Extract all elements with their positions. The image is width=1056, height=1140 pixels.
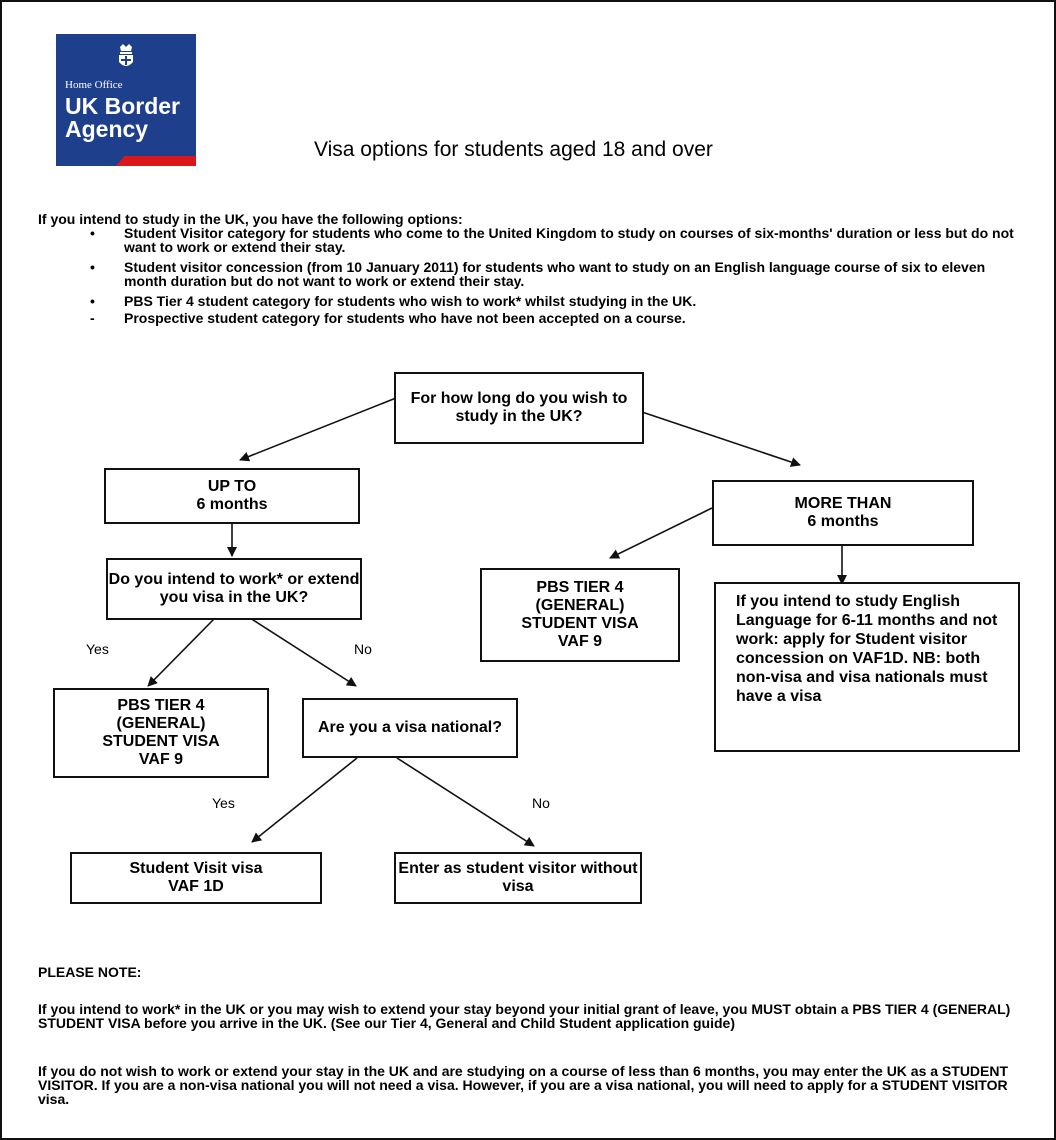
please-note-heading: PLEASE NOTE: [38,964,142,980]
list-item-text: Student Visitor category for students wh… [124,225,1014,255]
question-duration-box: For how long do you wish to study in the… [394,372,644,444]
list-item: - Prospective student category for studen… [38,311,1028,325]
bullet-marker: • [90,293,95,309]
arrow-visa-no [396,757,535,847]
question-work-text: Do you intend to work* or extend you vis… [108,571,360,606]
enter-without-visa-box: Enter as student visitor without visa [394,852,642,904]
arrow-morethan6-to-tier4 [609,507,713,559]
label-no-visa: No [532,795,550,811]
tier4-visa-left-box: PBS TIER 4 (GENERAL) STUDENT VISA VAF 9 [53,688,269,778]
question-duration-text: For how long do you wish to study in the… [410,390,628,425]
english-concession-box: If you intend to study English Language … [714,582,1020,752]
list-item: • Student Visitor category for students w… [38,226,1028,254]
list-item: • PBS Tier 4 student category for student… [38,294,1028,308]
list-item-text: Prospective student category for student… [124,310,686,326]
bullet-marker: • [90,259,95,275]
more-than-6-months-box: MORE THAN 6 months [712,480,974,546]
note-paragraph-2: If you do not wish to work or extend you… [38,1063,1009,1107]
english-concession-text: If you intend to study English Language … [736,593,998,705]
question-visa-national-text: Are you a visa national? [317,719,503,736]
intro-lead: If you intend to study in the UK, you ha… [38,211,463,227]
enter-without-visa-text: Enter as student visitor without visa [398,860,638,895]
arrow-duration-to-upto6 [239,397,397,462]
question-work-box: Do you intend to work* or extend you vis… [106,558,362,620]
logo-home-office: Home Office [65,79,123,91]
bullet-marker: • [90,225,95,241]
uk-border-agency-logo: Home Office UK Border Agency [56,34,196,166]
tier4-visa-right-box: PBS TIER 4 (GENERAL) STUDENT VISA VAF 9 [480,568,680,662]
up-to-6-months-text: UP TO 6 months [196,478,268,513]
list-item-text: PBS Tier 4 student category for students… [124,293,697,309]
label-no-work: No [354,641,372,657]
arrow-duration-to-morethan6 [641,411,801,467]
bullet-marker: - [90,310,95,326]
page-title: Visa options for students aged 18 and ov… [314,138,713,161]
options-list: • Student Visitor category for students w… [38,226,1028,325]
arrow-work-yes [147,617,216,687]
label-yes-visa: Yes [212,795,235,811]
label-yes-work: Yes [86,641,109,657]
up-to-6-months-box: UP TO 6 months [104,468,360,524]
note-paragraph-1: If you intend to work* in the UK or you … [38,1001,1011,1031]
question-visa-national-box: Are you a visa national? [302,698,518,758]
list-item-text: Student visitor concession (from 10 Janu… [124,259,986,289]
logo-line-2: Agency [65,116,149,142]
arrow-visa-yes [251,757,358,843]
list-item: • Student visitor concession (from 10 Jan… [38,260,1028,288]
royal-crest-icon [119,44,133,66]
intro-section: If you intend to study in the UK, you ha… [38,212,1028,325]
arrow-work-no [249,617,357,687]
tier4-visa-left-text: PBS TIER 4 (GENERAL) STUDENT VISA VAF 9 [102,697,220,768]
more-than-6-months-text: MORE THAN 6 months [794,495,892,530]
logo-line-1: UK Border [65,93,181,119]
student-visit-visa-text: Student Visit visa VAF 1D [129,860,263,895]
tier4-visa-right-text: PBS TIER 4 (GENERAL) STUDENT VISA VAF 9 [521,579,639,650]
student-visit-visa-box: Student Visit visa VAF 1D [70,852,322,904]
